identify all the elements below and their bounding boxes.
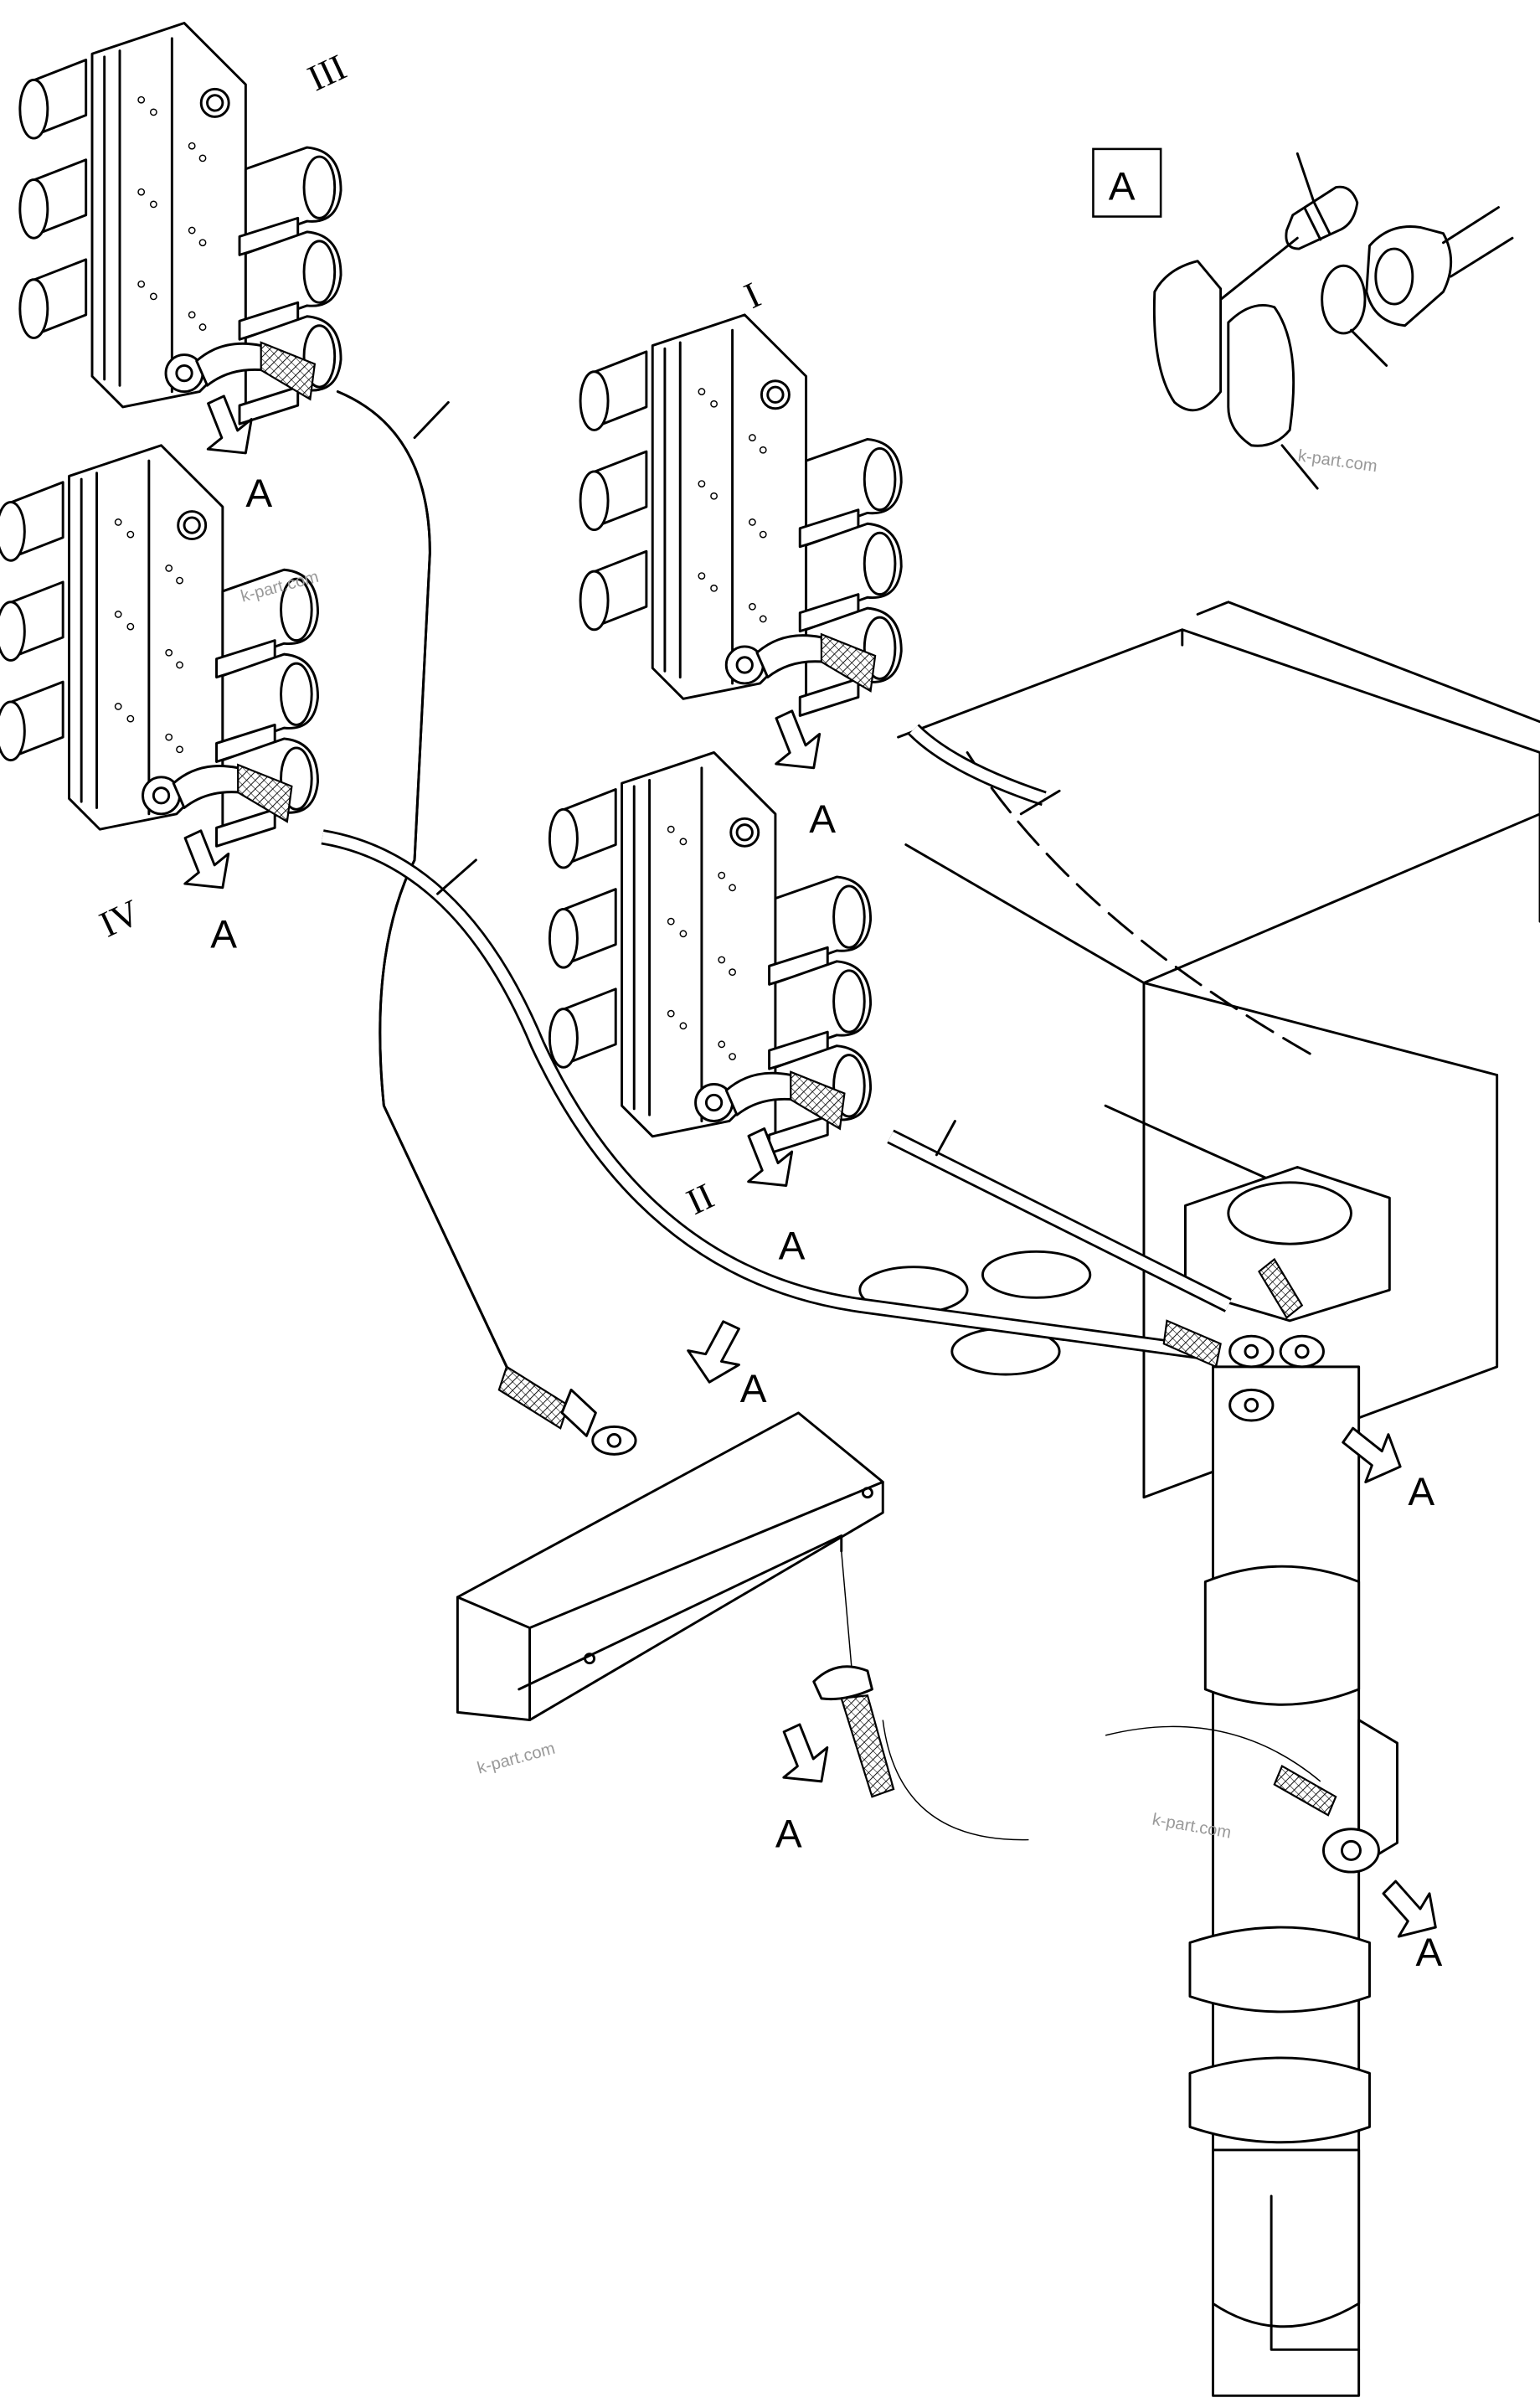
valve-bank-i: [580, 315, 901, 716]
hoses: [321, 390, 1380, 1874]
watermark: k-part.com: [476, 1740, 558, 1778]
valve-numeral: I: [738, 274, 766, 317]
arrow-icon: [768, 1719, 839, 1792]
valve-numeral: IV: [93, 891, 146, 945]
watermark: k-part.com: [1297, 446, 1378, 476]
callout-a: A: [779, 1225, 806, 1269]
detail-a-box: [1092, 147, 1162, 218]
callout-a: A: [1408, 1470, 1434, 1514]
callout-a: A: [210, 912, 237, 956]
arrow-icon: [1382, 1879, 1437, 1938]
vertical-column: [1183, 1166, 1398, 2397]
valve-bank-iii: [20, 23, 341, 425]
callout-a: A: [740, 1367, 767, 1411]
detail-a-label: A: [1109, 164, 1136, 209]
valve-numeral: III: [301, 46, 353, 99]
valve-numeral: II: [681, 1175, 720, 1223]
arrow-icon: [760, 705, 832, 778]
callout-a: A: [245, 472, 272, 516]
manifold-block: [456, 1411, 895, 1798]
callout-a: A: [775, 1812, 802, 1857]
detail-a-flange-exploded: A k-part.com: [1092, 147, 1514, 490]
callout-a: A: [809, 797, 836, 842]
tank-housing: [858, 601, 1540, 1499]
callout-a: A: [1415, 1931, 1442, 1975]
